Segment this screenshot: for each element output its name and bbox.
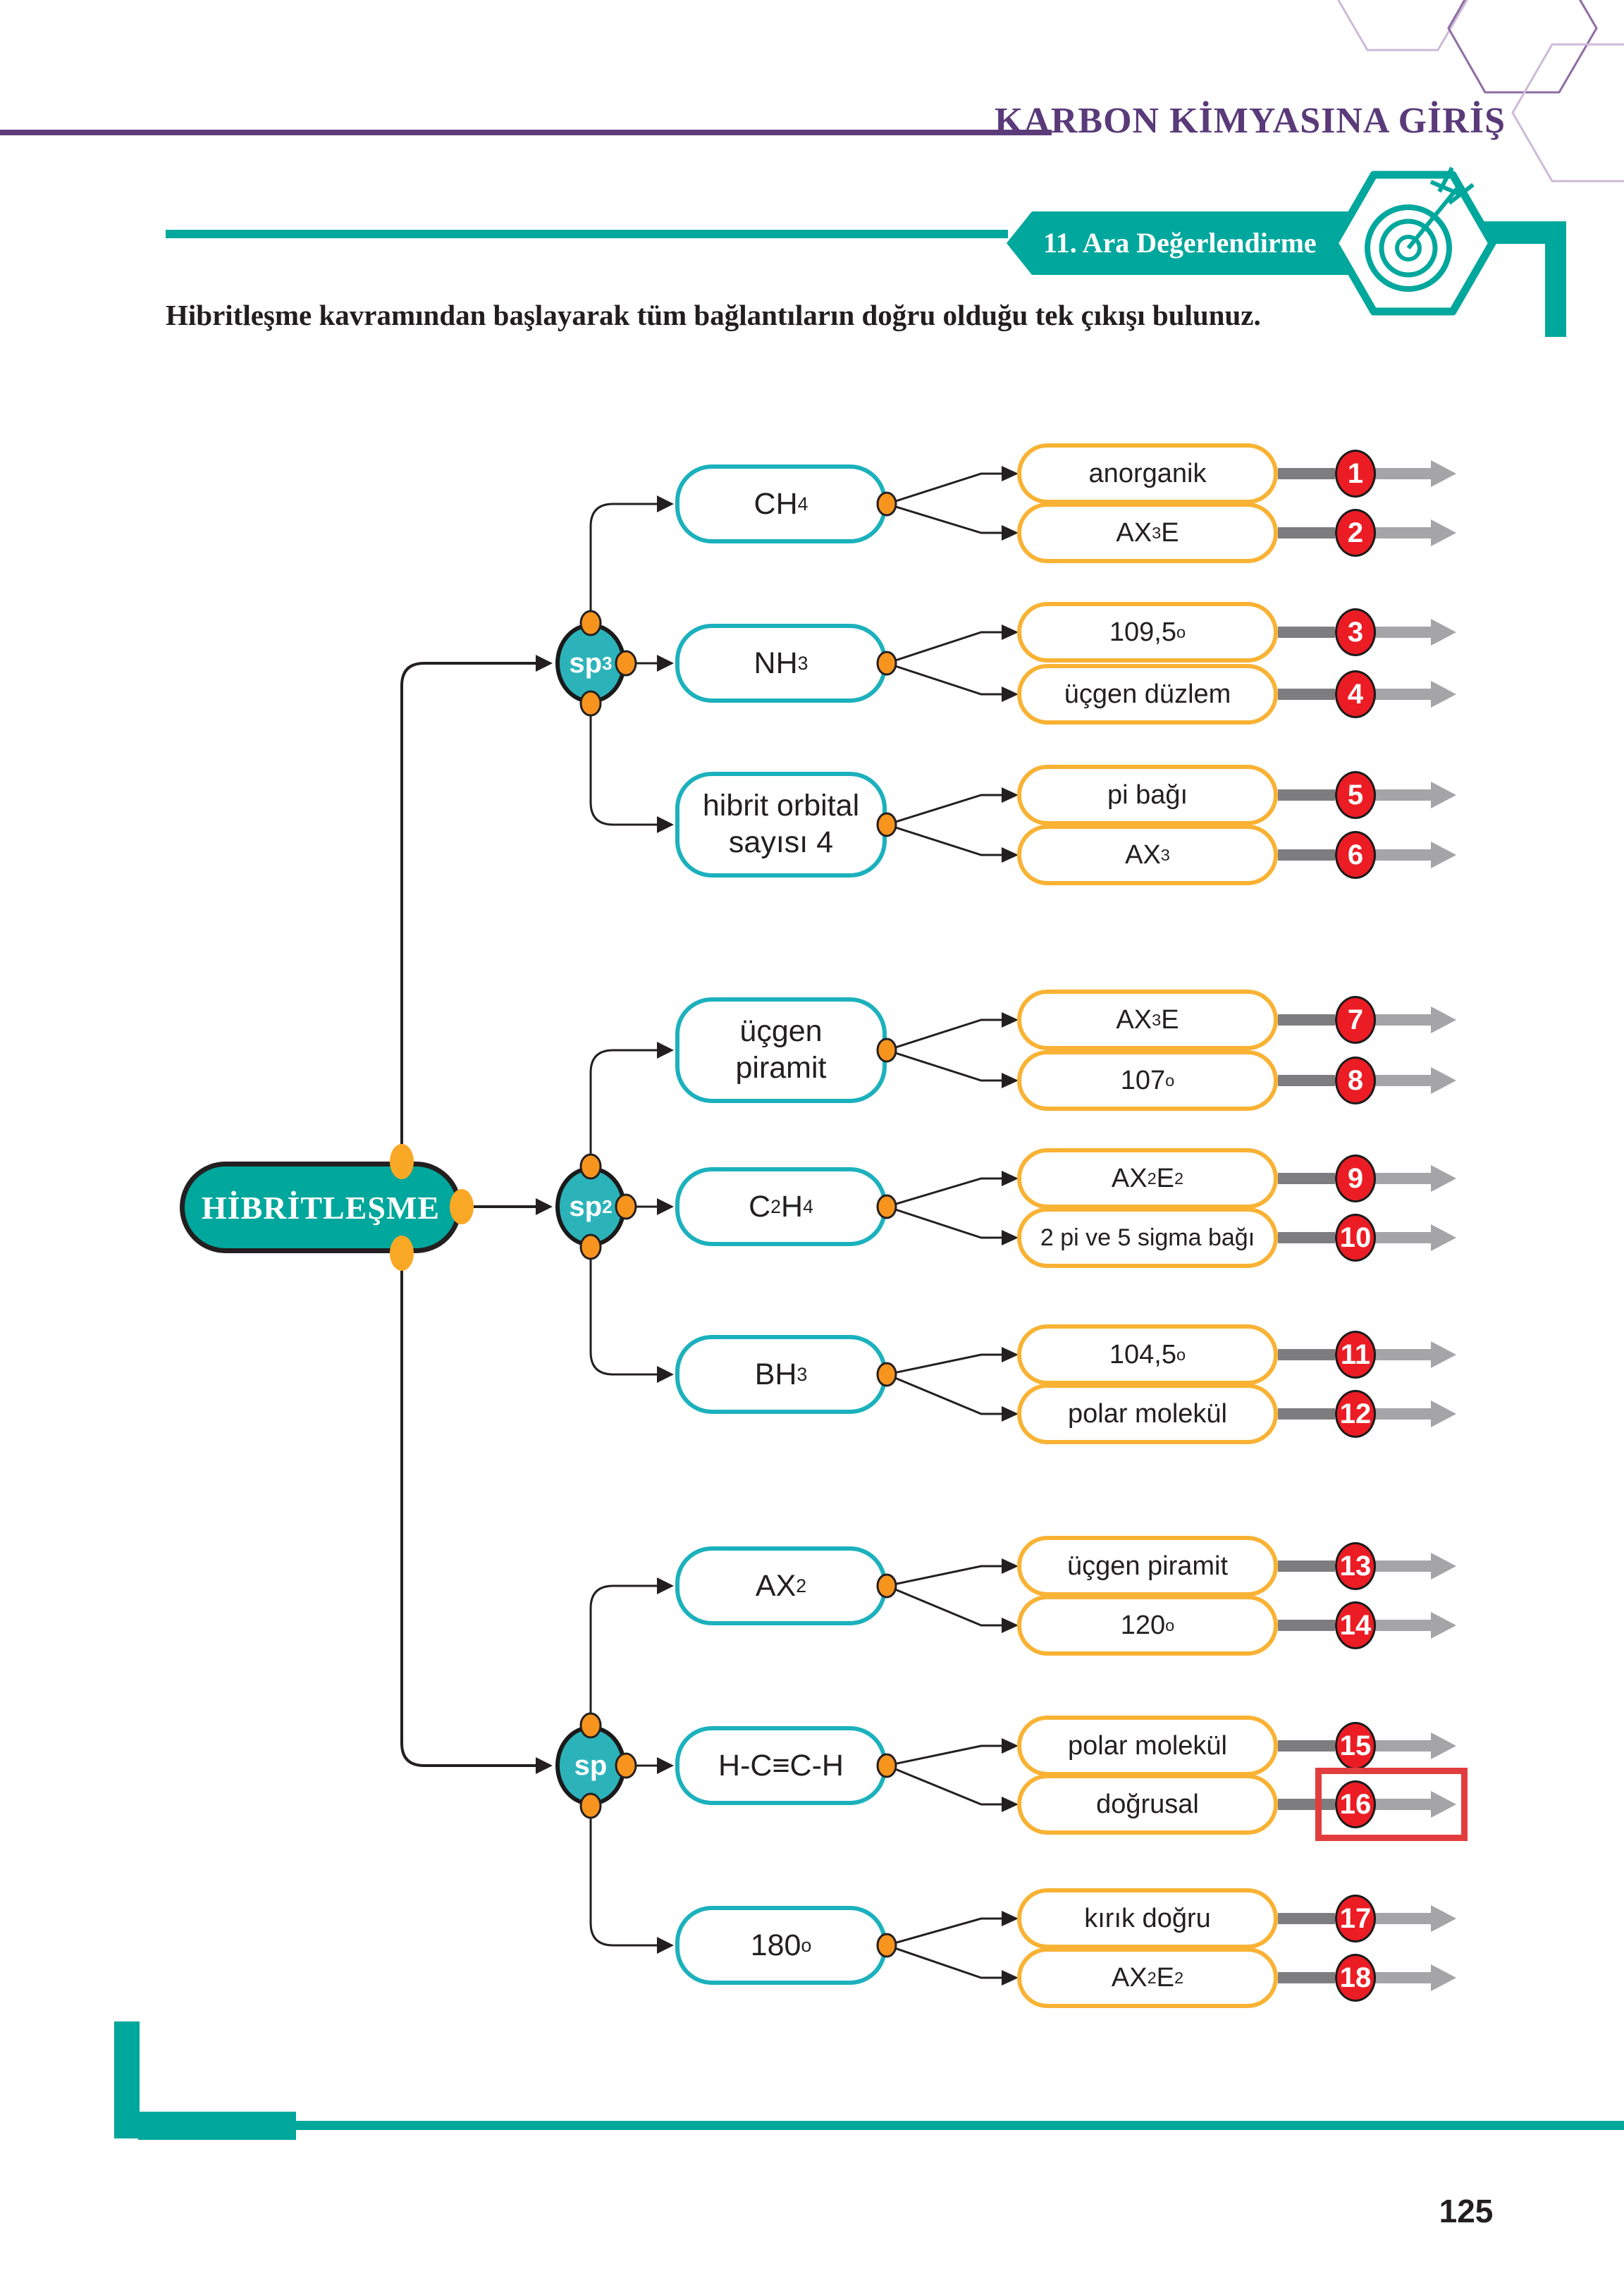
section-banner-label: 11. Ara Değerlendirme: [1043, 227, 1317, 259]
number-badge-15: 15: [1335, 1722, 1376, 1770]
number-badge-4: 4: [1335, 670, 1376, 718]
number-badge-14: 14: [1335, 1601, 1376, 1649]
footer-corner-horizontal-bar: [138, 2112, 296, 2140]
root-node-hibritlesme: HİBRİTLEŞME: [180, 1162, 462, 1253]
section-banner: 11. Ara Değerlendirme: [1007, 211, 1364, 275]
number-badge-6: 6: [1335, 831, 1376, 879]
chapter-title: KARBON KİMYASINA GİRİŞ: [994, 101, 1506, 141]
branch-node-ucgen-piramit: üçgen piramit: [675, 997, 887, 1103]
number-badge-13: 13: [1335, 1542, 1376, 1590]
branch-node-hcch: H-C≡C-H: [675, 1726, 887, 1805]
answer-box-5: pi bağı: [1017, 765, 1278, 825]
answer-box-12: polar molekül: [1017, 1384, 1278, 1444]
hexagon-pattern: [1336, 0, 1624, 183]
number-badge-3: 3: [1335, 608, 1376, 656]
answer-box-4: üçgen düzlem: [1017, 664, 1278, 725]
answer-box-16: doğrusal: [1017, 1774, 1278, 1835]
page-number: 125: [1439, 2193, 1494, 2229]
number-badge-9: 9: [1335, 1155, 1376, 1202]
answer-box-17: kırık doğru: [1017, 1888, 1278, 1949]
footer-corner-vertical-bar: [114, 2021, 140, 2138]
number-badge-12: 12: [1335, 1390, 1376, 1438]
answer-box-15: polar molekül: [1017, 1716, 1278, 1776]
banner-bracket-vertical: [1545, 221, 1566, 337]
answer-box-10: 2 pi ve 5 sigma bağı: [1017, 1207, 1278, 1268]
answer-box-1: anorganik: [1017, 443, 1278, 504]
banner-leader-line: [166, 230, 1008, 238]
number-badge-1: 1: [1335, 450, 1376, 498]
header-rule: [0, 130, 1052, 135]
answer-box-13: üçgen piramit: [1017, 1536, 1278, 1596]
number-badge-5: 5: [1335, 771, 1376, 819]
number-badge-17: 17: [1335, 1895, 1376, 1943]
number-badge-10: 10: [1335, 1214, 1376, 1262]
number-badge-7: 7: [1335, 996, 1376, 1044]
branch-node-hibrit-orbital: hibrit orbital sayısı 4: [675, 772, 887, 878]
number-badge-2: 2: [1335, 509, 1376, 557]
number-badge-16: 16: [1335, 1780, 1376, 1828]
hybrid-node-sp: sp: [555, 1725, 626, 1806]
footer-rule: [296, 2121, 1624, 2130]
target-icon: [1365, 166, 1475, 292]
number-badge-11: 11: [1335, 1331, 1376, 1379]
correct-answer-highlight-box: [1315, 1768, 1468, 1841]
number-badge-8: 8: [1335, 1057, 1376, 1104]
instruction-text: Hibritleşme kavramından başlayarak tüm b…: [166, 299, 1261, 331]
number-badge-18: 18: [1335, 1954, 1376, 2002]
